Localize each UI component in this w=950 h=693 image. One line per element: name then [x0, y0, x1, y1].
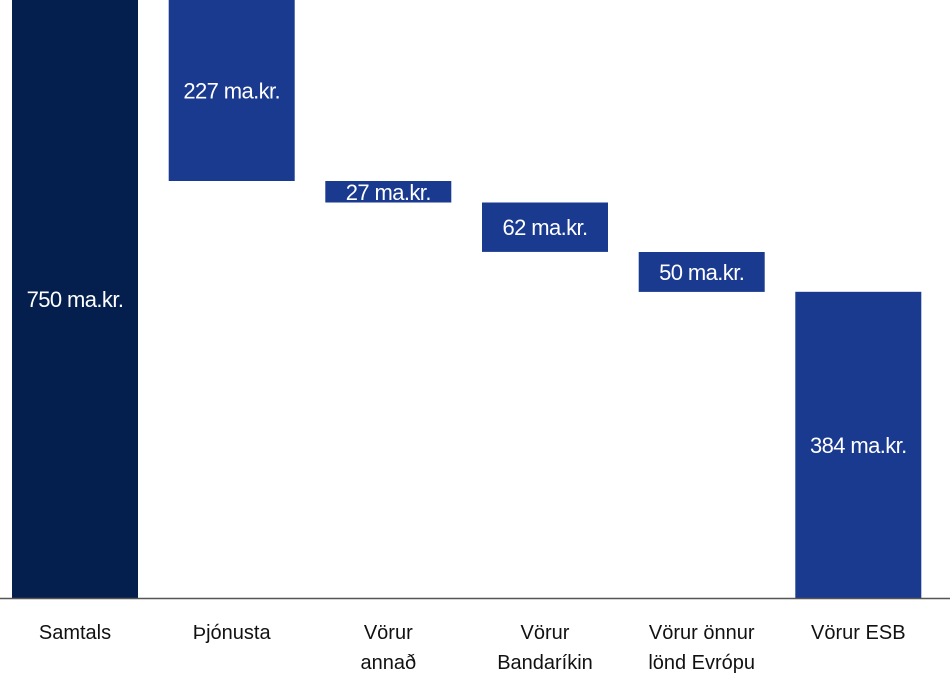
value-label-vorur-bandarikin: 62 ma.kr. — [502, 215, 587, 240]
category-label-line: Þjónusta — [193, 622, 272, 644]
category-label-vorur-annad: Vörur annað — [360, 622, 416, 674]
bar-vorur-bandarikin — [482, 202, 608, 252]
category-label-line: Vörur ESB — [811, 622, 905, 644]
value-labels-group: 750 ma.kr. 227 ma.kr. 27 ma.kr. 62 ma.kr. 50… — [27, 79, 908, 458]
value-label-vorur-annad: 27 ma.kr. — [346, 180, 431, 205]
value-label-thjonusta: 227 ma.kr. — [183, 79, 280, 104]
bar-samtals — [12, 0, 138, 598]
bar-vorur-annad — [325, 181, 452, 203]
category-label-vorur-esb: Vörur ESB — [811, 622, 905, 644]
category-label-vorur-onnur-lond-evropu: Vörur önnur lönd Evrópu — [648, 622, 755, 674]
value-label-samtals: 750 ma.kr. — [27, 287, 124, 312]
category-label-samtals: Samtals — [39, 622, 111, 644]
bar-vorur-onnur-lond-evropu — [638, 252, 765, 292]
category-label-line: Samtals — [39, 622, 111, 644]
category-label-thjonusta: Þjónusta — [193, 622, 272, 644]
category-label-line: lönd Evrópu — [648, 652, 755, 674]
value-label-vorur-onnur-lond-evropu: 50 ma.kr. — [659, 260, 744, 285]
category-label-line: Vörur — [364, 622, 413, 644]
bar-thjonusta — [168, 0, 295, 181]
category-label-line: Vörur — [521, 622, 570, 644]
value-label-vorur-esb: 384 ma.kr. — [810, 433, 907, 458]
bars-group — [12, 0, 922, 598]
category-label-line: Bandaríkin — [497, 652, 593, 674]
category-label-line: Vörur önnur — [649, 622, 755, 644]
bar-vorur-esb — [795, 291, 922, 598]
category-label-line: annað — [360, 652, 416, 674]
